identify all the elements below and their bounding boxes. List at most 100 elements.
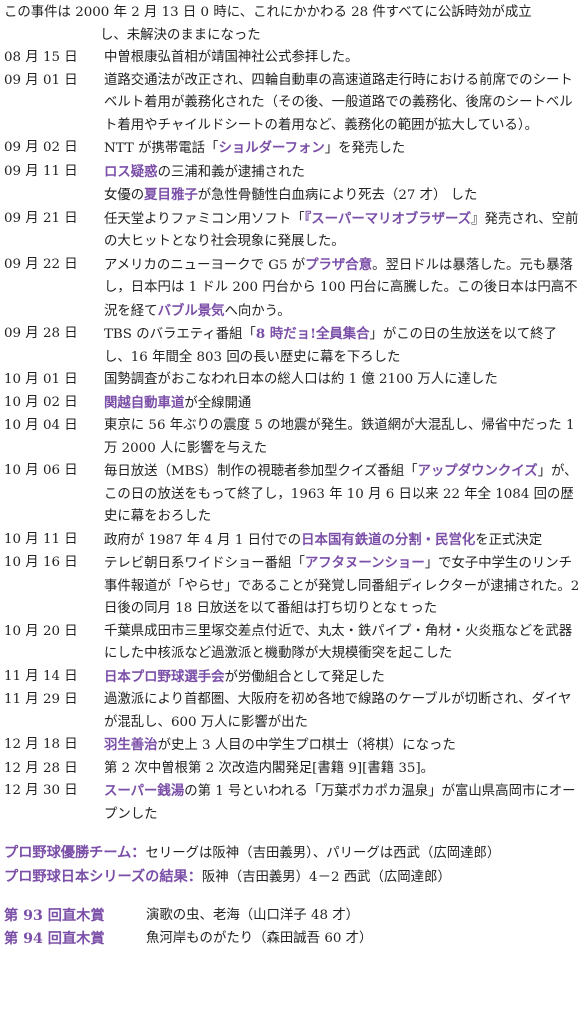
event-text: NTT が携帯電話「ショルダーフォン」を発売した <box>104 137 582 161</box>
highlighted-term: プラザ合意 <box>305 256 373 273</box>
event-text-part: テレビ朝日系ワイドショー番組「 <box>104 556 305 571</box>
event-row: 12 月 30 日 スーパー銭湯の第 1 号といわれる「万葉ポカポカ温泉」が富山県… <box>4 780 582 826</box>
event-text: スーパー銭湯の第 1 号といわれる「万葉ポカポカ温泉」が富山県高岡市にオープンし… <box>104 780 582 826</box>
event-text-part: の三浦和義が逮捕された <box>157 164 305 180</box>
event-text: 中曽根康弘首相が靖国神社公式参拝した。 <box>104 47 582 70</box>
event-date: 11 月 29 日 <box>4 692 78 707</box>
event-text: 東京に 56 年ぶりの震度 5 の地震が発生。鉄道網が大混乱し、帰省中だった 1… <box>104 415 582 460</box>
event-date: 11 月 14 日 <box>4 668 78 684</box>
event-row: 10 月 04 日 東京に 56 年ぶりの震度 5 の地震が発生。鉄道網が大混乱し… <box>4 415 582 460</box>
event-text-part: 道路交通法が改正され、四輪自動車の高速道路走行時における前席でのシートベルト着用… <box>104 72 573 133</box>
event-row: 11 月 14 日 日本プロ野球選手会が労働組合として発足した <box>4 666 582 690</box>
event-date: 09 月 01 日 <box>4 72 78 88</box>
event-text-part: 中曽根康弘首相が靖国神社公式参拝した。 <box>104 50 359 65</box>
event-row: 女優の夏目雅子が急性骨髄性白血病により死去（27 才） した <box>4 184 582 208</box>
prize-text: 魚河岸ものがたり（森田誠吾 60 才） <box>146 930 373 946</box>
event-text: 女優の夏目雅子が急性骨髄性白血病により死去（27 才） した <box>104 184 582 208</box>
event-text-part: の第 1 号といわれる「万葉ポカポカ温泉」が富山県高岡市にオープンした <box>104 784 576 822</box>
event-text-part: NTT が携帯電話「 <box>104 141 219 156</box>
event-text: 過激派により首都圏、大阪府を初め各地で線路のケーブルが切断され、ダイヤが混乱し、… <box>104 689 582 734</box>
event-row: 11 月 29 日 過激派により首都圏、大阪府を初め各地で線路のケーブルが切断され… <box>4 689 582 734</box>
event-text: 政府が 1987 年 4 月 1 日付での日本国有鉄道の分割・民営化を正式決定 <box>104 529 582 553</box>
event-text-part: 千葉県成田市三里塚交差点付近で、丸太・鉄パイプ・角材・火炎瓶などを武器にした中核… <box>104 623 573 662</box>
event-text-part: を正式決定 <box>475 532 543 548</box>
highlighted-term: 『スーパーマリオブラザーズ <box>304 210 472 227</box>
event-text: 国勢調査がおこなわれ日本の総人口は約 1 億 2100 万人に達した <box>104 369 582 392</box>
document-page: この事件は 2000 年 2 月 13 日 0 時に、これにかかわる 28 件す… <box>4 0 582 951</box>
event-text: 道路交通法が改正され、四輪自動車の高速道路走行時における前席でのシートベルト着用… <box>104 70 582 138</box>
event-row: 10 月 20 日 千葉県成田市三里塚交差点付近で、丸太・鉄パイプ・角材・火炎瓶な… <box>4 621 582 666</box>
event-date: 09 月 28 日 <box>4 326 78 341</box>
event-date: 09 月 11 日 <box>4 163 78 179</box>
highlighted-term: 日本プロ野球選手会 <box>104 668 225 685</box>
event-text-part: 国勢調査がおこなわれ日本の総人口は約 1 億 2100 万人に達した <box>104 372 498 387</box>
event-text: 千葉県成田市三里塚交差点付近で、丸太・鉄パイプ・角材・火炎瓶などを武器にした中核… <box>104 621 582 666</box>
event-text-part: アメリカのニューヨークで G5 が <box>104 257 306 273</box>
event-text-part: 。翌日ドルは暴落した。元も暴落し，日本円は 1 ドル 200 円台から 100 … <box>104 257 578 319</box>
event-date: 10 月 06 日 <box>4 463 78 478</box>
series-label: プロ野球日本シリーズの結果： <box>4 868 202 885</box>
event-row: 10 月 16 日テレビ朝日系ワイドショー番組「アフタヌーンショー」で女子中学生… <box>4 552 582 621</box>
baseball-champions: プロ野球優勝チーム：セリーグは阪神（吉田義男）、パリーグは西武（広岡達郎） <box>4 842 582 866</box>
event-date: 09 月 02 日 <box>4 140 78 155</box>
event-text-part: TBS のバラエティ番組「 <box>104 327 256 342</box>
event-text-part: 任天堂よりファミコン用ソフト「 <box>104 211 305 227</box>
highlighted-term: 羽生善治 <box>104 737 158 753</box>
event-text-part: 毎日放送（MBS）制作の視聴者参加型クイズ番組「 <box>104 464 418 479</box>
event-text-part: 政府が 1987 年 4 月 1 日付での <box>104 532 302 548</box>
highlighted-term: ロス疑惑 <box>104 163 158 180</box>
event-date: 10 月 02 日 <box>4 394 78 410</box>
event-date: 12 月 30 日 <box>4 783 78 798</box>
event-text: 関越自動車道が全線開通 <box>104 392 582 416</box>
prize-label: 第 93 回直木賞 <box>4 908 105 924</box>
event-text-part: 」が、この日の放送をもって終了し，1963 年 10 月 6 日以来 22 年全… <box>104 464 578 524</box>
prize-row: 第 94 回直木賞 魚河岸ものがたり（森田誠吾 60 才） <box>4 928 582 951</box>
event-row: 12 月 28 日 第 2 次中曽根第 2 次改造内閣発足[書籍 9][書籍 35… <box>4 758 582 781</box>
event-date: 10 月 11 日 <box>4 531 78 547</box>
event-date: 10 月 20 日 <box>4 623 78 639</box>
event-text: アメリカのニューヨークで G5 がプラザ合意。翌日ドルは暴落した。元も暴落し，日… <box>104 254 582 324</box>
event-row: 09 月 11 日 ロス疑惑の三浦和義が逮捕された <box>4 161 582 185</box>
event-row: 10 月 02 日 関越自動車道が全線開通 <box>4 392 582 416</box>
event-text-part: が急性骨髄性白血病により死去（27 才） した <box>197 188 478 203</box>
event-row: 10 月 11 日 政府が 1987 年 4 月 1 日付での日本国有鉄道の分割・… <box>4 529 582 553</box>
event-date: 10 月 01 日 <box>4 372 78 387</box>
event-text: テレビ朝日系ワイドショー番組「アフタヌーンショー」で女子中学生のリンチ事件報道が… <box>104 552 582 621</box>
event-text: 第 2 次中曽根第 2 次改造内閣発足[書籍 9][書籍 35]。 <box>104 758 582 781</box>
event-row: 09 月 02 日 NTT が携帯電話「ショルダーフォン」を発売した <box>4 137 582 161</box>
event-date: 12 月 18 日 <box>4 737 78 752</box>
prize-row: 第 93 回直木賞 演歌の虫、老海（山口洋子 48 才） <box>4 905 582 928</box>
baseball-series: プロ野球日本シリーズの結果：阪神（吉田義男）4－2 西武（広岡達郎） <box>4 866 582 890</box>
highlighted-term: 関越自動車道 <box>104 394 185 411</box>
event-row: 10 月 06 日毎日放送（MBS）制作の視聴者参加型クイズ番組「アップダウンク… <box>4 460 582 529</box>
intro-paragraph: この事件は 2000 年 2 月 13 日 0 時に、これにかかわる 28 件す… <box>4 0 582 47</box>
event-date: 12 月 28 日 <box>4 760 78 776</box>
champions-text: セリーグは阪神（吉田義男）、パリーグは西武（広岡達郎） <box>145 846 501 861</box>
event-list: 08 月 15 日 中曽根康弘首相が靖国神社公式参拝した。 09 月 01 日 道路交… <box>4 47 582 826</box>
event-date: 08 月 15 日 <box>4 50 78 65</box>
event-row: 08 月 15 日 中曽根康弘首相が靖国神社公式参拝した。 <box>4 47 582 70</box>
event-text-part: 東京に 56 年ぶりの震度 5 の地震が発生。鉄道網が大混乱し、帰省中だった 1… <box>104 418 575 456</box>
champions-label: プロ野球優勝チーム： <box>4 845 146 861</box>
highlighted-term: バブル景気 <box>157 302 225 319</box>
prize-text: 演歌の虫、老海（山口洋子 48 才） <box>146 908 360 923</box>
event-date: 09 月 21 日 <box>4 210 78 226</box>
event-date: 09 月 22 日 <box>4 256 78 272</box>
event-text-part: 』発売され、空前の大ヒットとなり社会現象に発展した。 <box>104 211 579 250</box>
event-text-part: が全線開通 <box>184 395 252 411</box>
highlighted-term: 夏目雅子 <box>144 187 198 203</box>
event-text-part: が労働組合として発足した <box>224 669 385 685</box>
event-text-part: 過激派により首都圏、大阪府を初め各地で線路のケーブルが切断され、ダイヤが混乱し、… <box>104 692 572 730</box>
event-row: 09 月 28 日 TBS のバラエティ番組「8 時だョ!全員集合」がこの日の生放… <box>4 323 582 369</box>
highlighted-term: アフタヌーンショー <box>304 555 425 571</box>
highlighted-term: ショルダーフォン <box>218 140 325 156</box>
event-row: 09 月 21 日 任天堂よりファミコン用ソフト「『スーパーマリオブラザーズ』発売… <box>4 208 582 254</box>
event-date: 10 月 04 日 <box>4 418 78 433</box>
event-text: TBS のバラエティ番組「8 時だョ!全員集合」がこの日の生放送を以て終了し、1… <box>104 323 582 369</box>
prize-label: 第 94 回直木賞 <box>4 930 105 947</box>
event-text-part: 」を発売した <box>324 141 406 156</box>
event-text-part: 」で女子中学生のリンチ事件報道が「やらせ」であることが発覚し同番組ディレクターが… <box>104 556 580 616</box>
intro-line-2: し、未解決のままになった <box>100 27 261 43</box>
event-row: 09 月 22 日 アメリカのニューヨークで G5 がプラザ合意。翌日ドルは暴落し… <box>4 254 582 324</box>
event-text: ロス疑惑の三浦和義が逮捕された <box>104 161 582 185</box>
